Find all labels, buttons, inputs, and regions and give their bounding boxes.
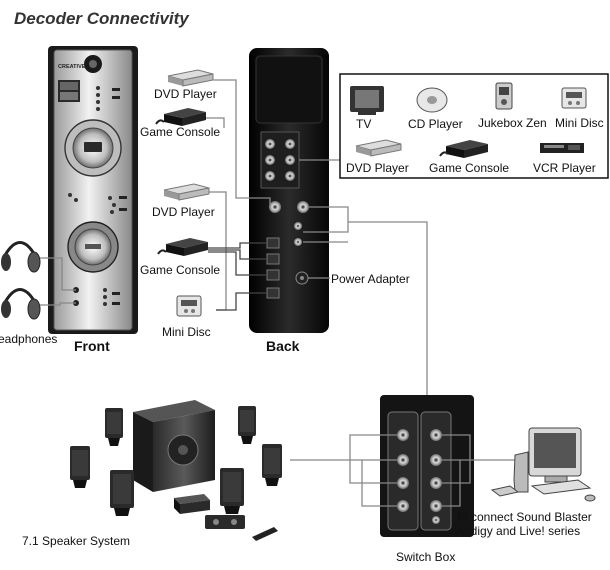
switch-box-jack[interactable] <box>430 500 442 512</box>
dvd-player-icon-mid <box>163 183 210 201</box>
source-label-game-console: Game Console <box>429 161 509 175</box>
dvd-player-label-mid: DVD Player <box>152 205 215 219</box>
mini-disc-icon-left <box>176 295 202 317</box>
optical-cable-4 <box>216 292 267 311</box>
sound-blaster-label-line1: To connect Sound Blaster <box>455 510 592 524</box>
mini-disc-label-left: Mini Disc <box>162 325 211 339</box>
diagram-title: Decoder Connectivity <box>14 9 190 28</box>
coaxial-jack[interactable] <box>294 238 302 246</box>
front-label: Front <box>74 338 110 354</box>
headphone-cable-2 <box>40 302 76 306</box>
mode-dial[interactable] <box>64 119 122 177</box>
back-rca-jack[interactable] <box>285 171 295 181</box>
center-speaker <box>174 494 210 514</box>
mini-disc-icon <box>561 87 587 109</box>
back-rca-jack[interactable] <box>285 155 295 165</box>
optical-port[interactable] <box>266 287 280 299</box>
satellite-speaker-side-left <box>70 446 90 488</box>
decoder-back <box>249 48 329 333</box>
source-label-vcr-player: VCR Player <box>533 161 596 175</box>
switch-box-label: Switch Box <box>396 550 455 564</box>
optical-port[interactable] <box>266 253 280 265</box>
back-rca-jack[interactable] <box>285 139 295 149</box>
source-label-jukebox-zen: Jukebox Zen <box>478 116 547 130</box>
dvd-player-label-top: DVD Player <box>154 87 217 101</box>
back-rca-jack[interactable] <box>265 171 275 181</box>
remote-control-icon <box>252 527 278 541</box>
brand-label: CREATIVE <box>58 64 86 70</box>
dvd-player-icon-top <box>167 69 214 87</box>
optical-port[interactable] <box>266 237 280 249</box>
headphone-cable-1 <box>40 257 76 291</box>
cd-player-icon <box>416 87 448 113</box>
jukebox-zen-icon <box>495 82 513 110</box>
tv-icon <box>350 86 384 115</box>
sources-box: TV CD Player Jukebox Zen Mini Disc DVD P <box>339 73 609 179</box>
coaxial-jack[interactable] <box>294 222 302 230</box>
game-console-top-cable <box>206 117 225 128</box>
volume-knob[interactable] <box>67 221 119 273</box>
pc-cable-4 <box>442 460 461 507</box>
satellite-speaker-rear-right <box>238 406 256 444</box>
speaker-cable-4 <box>361 460 397 507</box>
satellite-speaker-front-right <box>220 468 244 514</box>
switch-box-jack[interactable] <box>397 429 409 441</box>
switch-box <box>380 395 474 537</box>
dvd-top-cable <box>213 79 271 207</box>
pc-cable-1 <box>442 434 471 460</box>
switch-box-jack[interactable] <box>432 516 440 524</box>
source-label-dvd-player: DVD Player <box>346 161 409 175</box>
satellite-speaker-side-right <box>262 444 282 486</box>
coaxial-jack[interactable] <box>269 201 281 213</box>
back-label: Back <box>266 338 300 354</box>
dvd-player-icon <box>355 139 402 157</box>
game-console-icon-mid <box>157 238 208 256</box>
game-console-label-mid: Game Console <box>140 263 220 277</box>
switch-box-jack[interactable] <box>397 454 409 466</box>
subwoofer <box>133 400 215 492</box>
back-rca-jack[interactable] <box>265 139 275 149</box>
speaker-cable-3 <box>349 460 397 484</box>
pc-icon <box>490 427 596 502</box>
satellite-speaker-front-left <box>110 470 134 516</box>
switch-box-cable-main <box>348 221 428 395</box>
source-label-cd-player: CD Player <box>408 117 463 131</box>
speaker-system-label: 7.1 Speaker System <box>22 534 130 548</box>
switch-box-jack[interactable] <box>430 454 442 466</box>
game-console-icon <box>439 140 488 158</box>
switch-box-jack[interactable] <box>430 429 442 441</box>
switch-box-jack[interactable] <box>397 477 409 489</box>
speaker-system <box>70 400 282 541</box>
game-console-icon-top <box>155 108 206 126</box>
headphones-icon-top <box>1 241 41 273</box>
speaker-cable-1 <box>349 434 397 460</box>
switch-box-cable-a <box>303 206 349 233</box>
decoder-front: CREATIVE <box>48 46 138 334</box>
switch-box-jack[interactable] <box>430 477 442 489</box>
control-pod <box>205 515 245 529</box>
headphones-icon-bottom <box>1 288 41 320</box>
game-console-mid-cable <box>208 242 267 249</box>
source-label-tv: TV <box>356 117 371 131</box>
pc-cable-3 <box>442 460 471 484</box>
game-console-label-top: Game Console <box>140 125 220 139</box>
vcr-player-icon <box>540 143 584 153</box>
optical-cable-2 <box>208 249 267 260</box>
headphones-label: eadphones <box>0 332 57 346</box>
satellite-speaker-rear-left <box>105 408 123 446</box>
optical-port[interactable] <box>266 269 280 281</box>
back-rca-jack[interactable] <box>265 155 275 165</box>
sound-blaster-label-line2: Audigy and Live! series <box>456 524 580 538</box>
switch-box-jack[interactable] <box>397 500 409 512</box>
coaxial-jack[interactable] <box>297 201 309 213</box>
power-adapter-label: Power Adapter <box>331 272 410 286</box>
source-label-mini-disc: Mini Disc <box>555 116 604 130</box>
optical-cable-3 <box>208 251 267 276</box>
